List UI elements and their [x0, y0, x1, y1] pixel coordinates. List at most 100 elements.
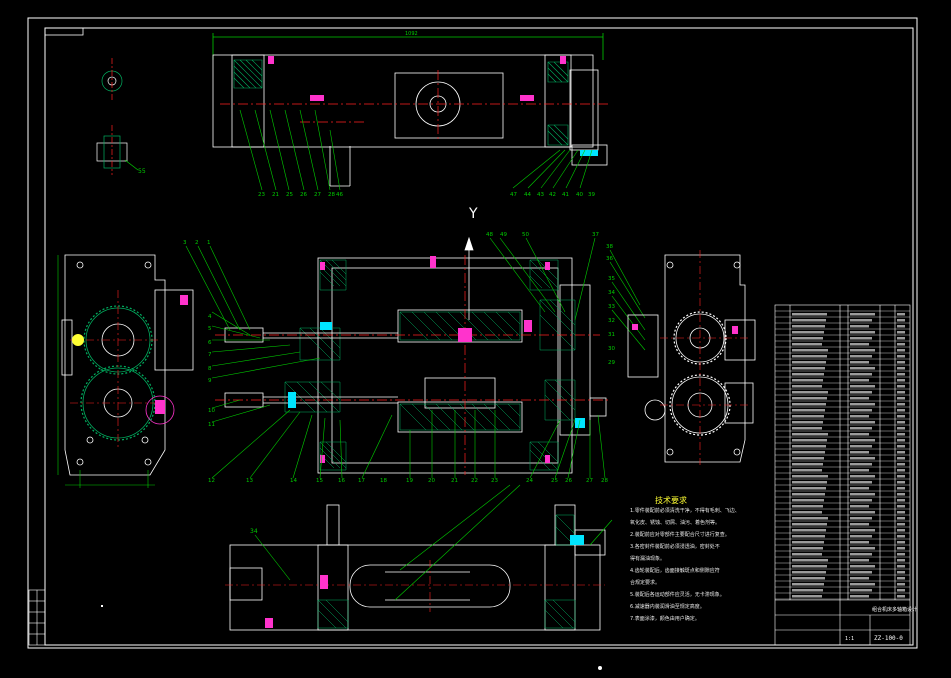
parts-cell-mark	[897, 529, 905, 532]
parts-cell-mark	[850, 595, 869, 598]
parts-cell-mark	[897, 403, 905, 406]
leader-number: 13	[246, 478, 253, 484]
leader-number: 42	[549, 192, 556, 198]
parts-cell-mark	[850, 499, 872, 502]
parts-cell-mark	[792, 547, 823, 550]
parts-cell-mark	[850, 319, 872, 322]
parts-cell-mark	[850, 343, 869, 346]
leader-number: 23	[491, 478, 498, 484]
parts-cell-mark	[897, 391, 905, 394]
parts-cell-mark	[897, 511, 905, 514]
title-block-title: 组合机床多轴箱设计	[872, 606, 917, 613]
bottom-view-parts	[265, 535, 584, 628]
parts-cell-mark	[850, 409, 872, 412]
top-view-hatch	[233, 59, 569, 146]
left-view-parts	[72, 295, 188, 414]
parts-cell-mark	[792, 349, 828, 352]
parts-cell-mark	[897, 553, 905, 556]
parts-cell-mark	[897, 439, 905, 442]
parts-cell-mark	[792, 577, 825, 580]
parts-cell-mark	[850, 529, 875, 532]
parts-cell-mark	[792, 313, 827, 316]
parts-cell-mark	[792, 529, 826, 532]
parts-cell-mark	[897, 343, 905, 346]
leader-number: 29	[608, 360, 615, 366]
parts-cell-mark	[897, 445, 905, 448]
leader-number: 36	[606, 256, 613, 262]
leader-number: 28	[601, 478, 608, 484]
parts-cell-mark	[792, 511, 822, 514]
leader-number: 20	[428, 478, 435, 484]
parts-cell-mark	[792, 523, 827, 526]
top-leaders	[239, 109, 593, 191]
parts-cell-mark	[897, 595, 905, 598]
leader-number: 37	[592, 232, 599, 238]
leader-number: 23	[258, 192, 265, 198]
parts-cell-mark	[792, 481, 827, 484]
left-view	[61, 254, 194, 476]
parts-cell-mark	[850, 523, 869, 526]
parts-cell-mark	[897, 409, 905, 412]
parts-cell-mark	[850, 583, 875, 586]
parts-cell-mark	[897, 319, 905, 322]
parts-cell-mark	[897, 481, 905, 484]
parts-cell-mark	[792, 517, 828, 520]
parts-cell-mark	[897, 469, 905, 472]
parts-cell-mark	[850, 505, 869, 508]
parts-cell-mark	[850, 415, 869, 418]
requirement-item: 得有漏油现象。	[630, 556, 666, 562]
leader-number: 25	[286, 192, 293, 198]
parts-cell-mark	[850, 391, 872, 394]
requirement-item: 氧化皮、锈蚀、切屑、油污、着色剂等。	[630, 520, 721, 526]
parts-cell-mark	[792, 325, 825, 328]
parts-cell-mark	[792, 433, 828, 436]
parts-cell-mark	[897, 379, 905, 382]
parts-cell-mark	[850, 445, 872, 448]
parts-cell-mark	[897, 433, 905, 436]
parts-cell-mark	[850, 349, 875, 352]
main-view-shafts	[224, 327, 607, 417]
parts-cell-mark	[850, 511, 875, 514]
parts-cell-mark	[897, 505, 905, 508]
leader-number: 22	[471, 478, 478, 484]
leader-number: 8	[208, 366, 212, 372]
parts-cell-mark	[792, 355, 827, 358]
requirement-item: 合规定要求。	[630, 580, 661, 586]
parts-cell-mark	[850, 427, 872, 430]
parts-cell-mark	[792, 367, 825, 370]
parts-cell-mark	[850, 463, 872, 466]
parts-cell-mark	[792, 319, 826, 322]
right-view	[627, 254, 756, 463]
main-view	[317, 257, 591, 474]
parts-cell-mark	[897, 577, 905, 580]
requirement-item: 1.零件装配前必须清洗干净，不得有毛刺、飞边、	[630, 508, 740, 514]
parts-cell-mark	[792, 391, 828, 394]
parts-cell-mark	[850, 547, 875, 550]
left-leaders	[185, 245, 393, 479]
parts-cell-mark	[850, 451, 869, 454]
parts-cell-mark	[897, 331, 905, 334]
requirement-item: 7.表面涂漆，颜色由用户确定。	[630, 616, 700, 622]
bottom-view-centerlines	[225, 560, 605, 612]
parts-cell-mark	[792, 475, 828, 478]
leader-number: 17	[358, 478, 365, 484]
parts-cell-mark	[897, 559, 905, 562]
detail-section-a	[96, 58, 139, 175]
parts-cell-mark	[897, 361, 905, 364]
parts-cell-mark	[792, 463, 823, 466]
right-view-parts	[632, 324, 738, 334]
leader-number: 44	[524, 192, 531, 198]
view-marker: Y	[468, 206, 478, 222]
view-arrow	[464, 236, 474, 320]
leader-number: 49	[500, 232, 507, 238]
leader-number: 32	[608, 318, 615, 324]
parts-cell-mark	[897, 463, 905, 466]
parts-cell-mark	[850, 355, 872, 358]
leader-number: 12	[208, 478, 215, 484]
leader-number: 26	[300, 192, 307, 198]
parts-cell-mark	[792, 427, 822, 430]
leader-number: 41	[562, 192, 569, 198]
leader-number: 34	[608, 290, 615, 296]
leader-number: 6	[208, 340, 212, 346]
bottom-view	[229, 504, 606, 631]
